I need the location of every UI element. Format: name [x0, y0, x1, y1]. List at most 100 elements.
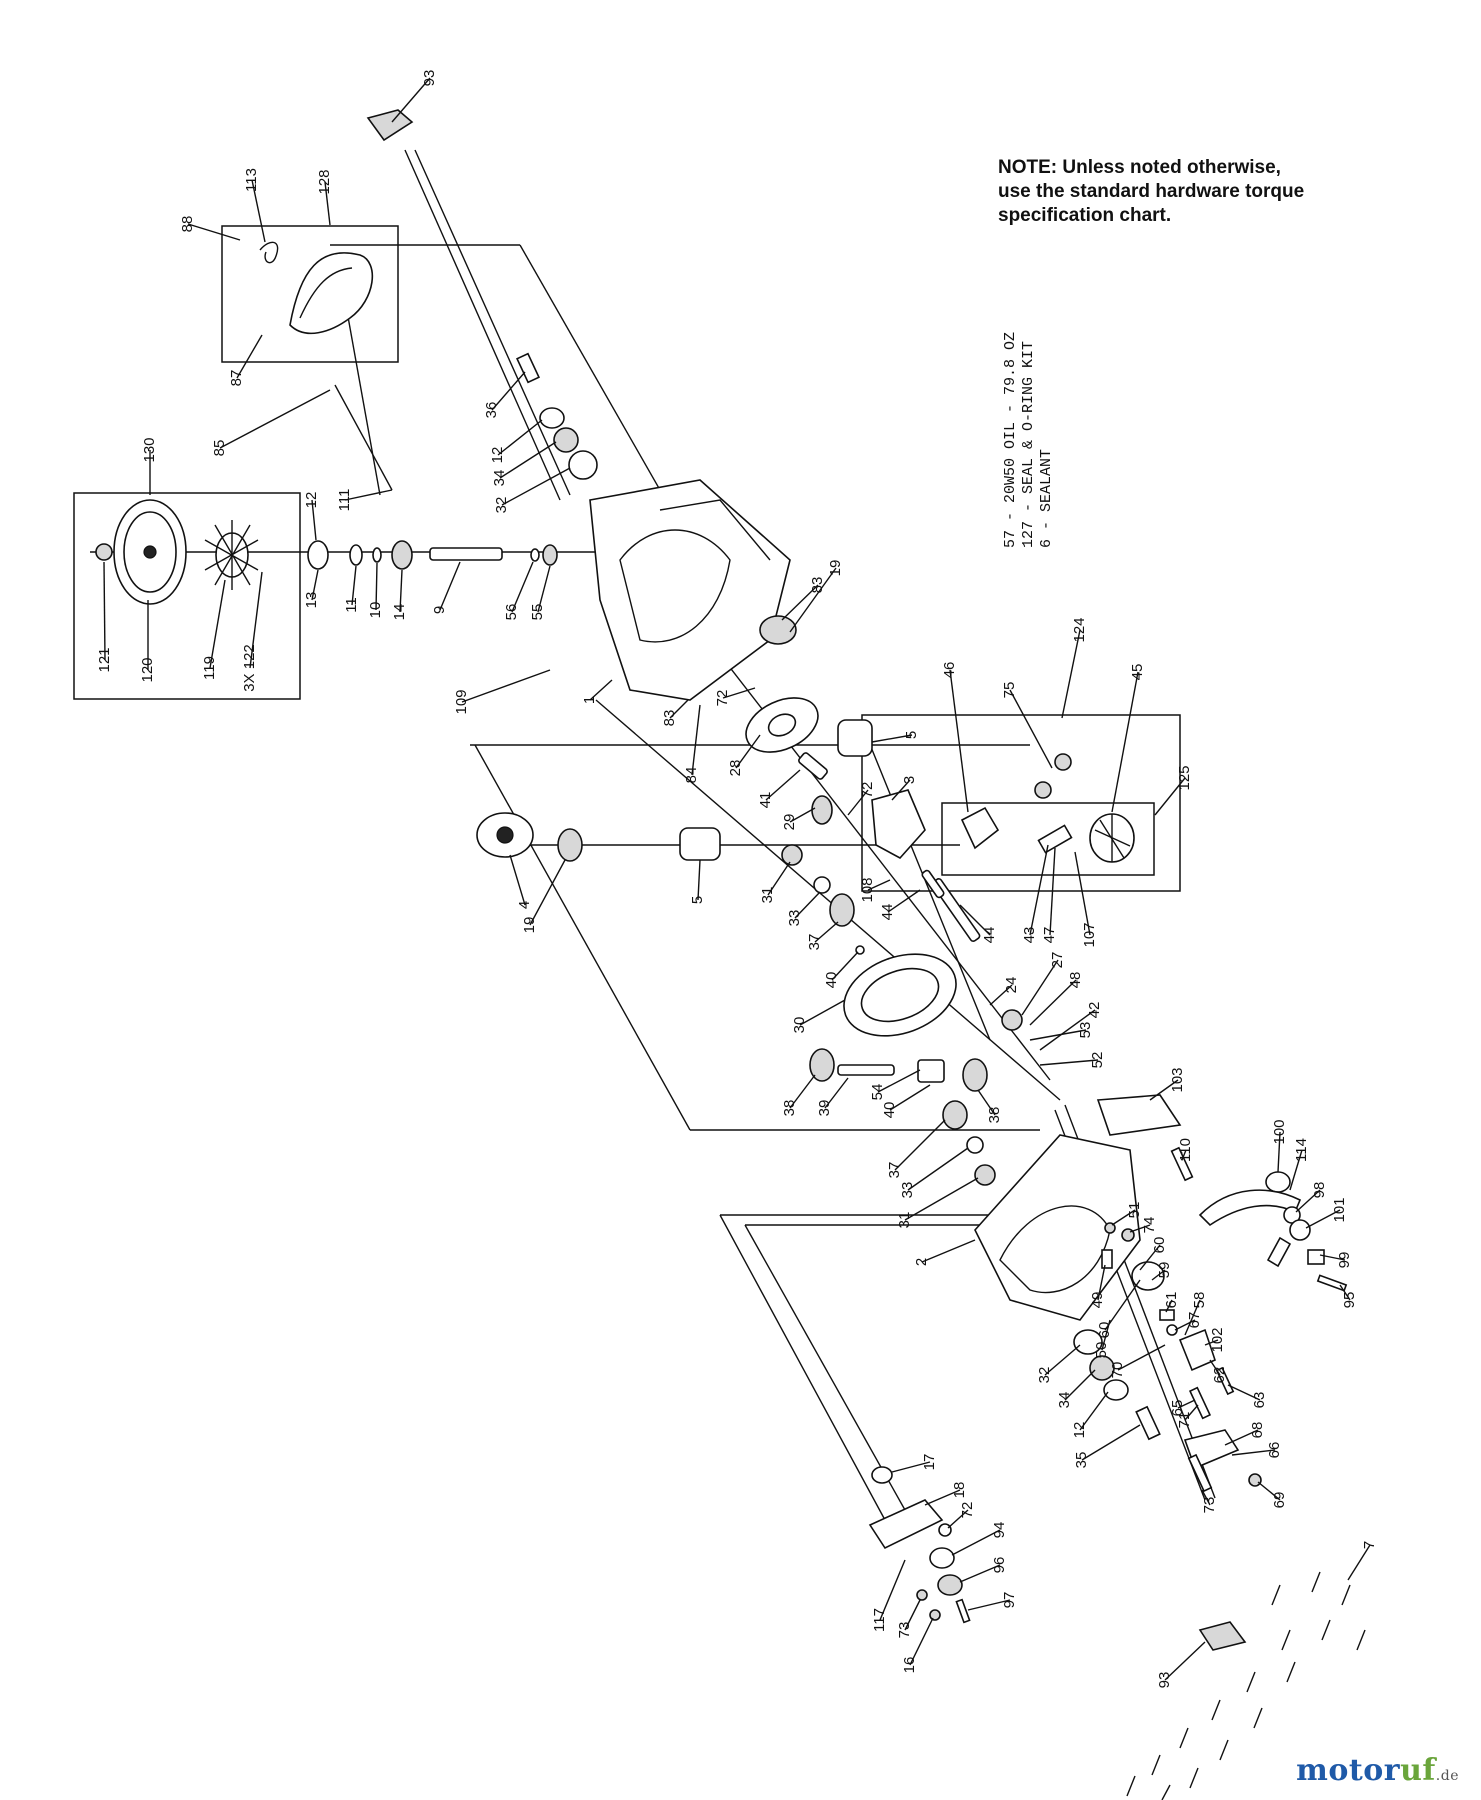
leader-75 [1009, 689, 1053, 769]
box-125 [941, 802, 1155, 876]
callout-94: 94 [991, 1522, 1008, 1539]
leader-83a [781, 584, 819, 621]
callout-38a: 38 [781, 1100, 798, 1117]
callout-3: 3 [901, 776, 918, 784]
note-line-3: specification chart. [998, 205, 1172, 226]
gear-31-upper [781, 844, 803, 866]
callout-27: 27 [1049, 952, 1066, 969]
leader-2 [921, 1239, 976, 1263]
callout-40a: 40 [823, 972, 840, 989]
leader-119 [209, 579, 226, 669]
callout-96: 96 [991, 1557, 1008, 1574]
cover-128 [289, 252, 374, 334]
callout-29: 29 [781, 814, 798, 831]
callout-109: 109 [453, 689, 470, 714]
callout-103: 103 [1169, 1067, 1186, 1092]
bushing-75b [1034, 781, 1052, 799]
leader-38b [977, 1089, 996, 1116]
callout-55: 55 [529, 604, 546, 621]
leader-83b [669, 699, 689, 719]
leader-52 [1039, 1059, 1099, 1066]
brand-part-a: motor [1296, 1753, 1401, 1788]
leader-128 [324, 181, 331, 226]
leader-125 [1154, 777, 1186, 816]
leader-42 [1039, 1009, 1096, 1051]
callout-32b: 32 [1036, 1367, 1053, 1384]
callout-35: 35 [1073, 1452, 1090, 1469]
callout-125: 125 [1176, 765, 1193, 790]
leader-9 [439, 561, 461, 611]
leader-5b [697, 859, 701, 901]
input-shaft-9 [429, 547, 503, 561]
leader-38a [789, 1074, 816, 1109]
callout-85: 85 [211, 440, 228, 457]
leader-36 [491, 371, 526, 411]
washer-33-upper [813, 876, 831, 894]
callout-5b: 5 [689, 896, 706, 904]
leader-40a [831, 951, 859, 981]
bearing-34-upper [553, 427, 579, 453]
callout-56: 56 [503, 604, 520, 621]
leader-73b [904, 1599, 921, 1631]
callout-2: 2 [913, 1258, 930, 1266]
callout-31b: 31 [896, 1212, 913, 1229]
leader-70 [1117, 1344, 1166, 1371]
nut-16 [929, 1609, 941, 1621]
leader-55 [537, 565, 551, 613]
callout-130: 130 [141, 437, 158, 462]
callout-12c: 12 [1071, 1422, 1088, 1439]
callout-101: 101 [1331, 1197, 1348, 1222]
gear-27 [1001, 1009, 1023, 1031]
callout-97: 97 [1001, 1592, 1018, 1609]
lever-114 [1198, 1189, 1302, 1227]
bearing-94 [929, 1547, 955, 1569]
gear-38-right [962, 1058, 988, 1092]
leader-97 [967, 1599, 1011, 1611]
callout-17: 17 [921, 1454, 938, 1471]
leader-16 [909, 1617, 934, 1666]
shaft-41 [798, 752, 828, 780]
leader-65 [1177, 1399, 1196, 1409]
leader-14 [399, 569, 403, 613]
callout-87: 87 [228, 370, 245, 387]
leader-37a [814, 921, 839, 943]
leader-110 [1181, 1149, 1187, 1161]
leader-122 [249, 571, 263, 669]
callout-30: 30 [791, 1017, 808, 1034]
leader-60a [1139, 1244, 1161, 1271]
leader-10 [375, 562, 378, 611]
callout-24: 24 [1003, 977, 1020, 994]
ring-10 [372, 547, 382, 563]
leader-102 [1204, 1339, 1219, 1346]
callout-44b: 44 [981, 927, 998, 944]
leader-73a [1201, 1489, 1211, 1506]
leader-74 [1129, 1224, 1151, 1233]
bearing-14 [391, 540, 413, 570]
leader-30 [799, 999, 846, 1026]
leader-3 [891, 779, 911, 801]
callout-62: 62 [1211, 1367, 1228, 1384]
callout-63: 63 [1251, 1392, 1268, 1409]
callout-108: 108 [859, 877, 876, 902]
callout-5a: 5 [903, 731, 920, 739]
leader-51 [1111, 1209, 1136, 1226]
leader-39 [824, 1077, 849, 1109]
nut-73b [916, 1589, 928, 1601]
callout-102: 102 [1209, 1327, 1226, 1352]
shaft-35 [1135, 1405, 1161, 1441]
shaft-36 [516, 352, 540, 384]
callout-84: 84 [683, 767, 700, 784]
leader-12a [497, 419, 543, 456]
callout-68: 68 [1249, 1422, 1266, 1439]
callout-88: 88 [179, 216, 196, 233]
leader-111 [344, 489, 393, 501]
leader-37b [894, 1119, 946, 1171]
leader-5a [871, 734, 913, 743]
callout-122: 3X 122 [241, 644, 258, 692]
callout-60b: 60 [1096, 1322, 1113, 1339]
callout-38b: 38 [986, 1107, 1003, 1124]
leader-49 [1097, 1264, 1106, 1301]
callout-111: 111 [336, 489, 353, 512]
bevel-gear-5-upper [837, 719, 873, 757]
